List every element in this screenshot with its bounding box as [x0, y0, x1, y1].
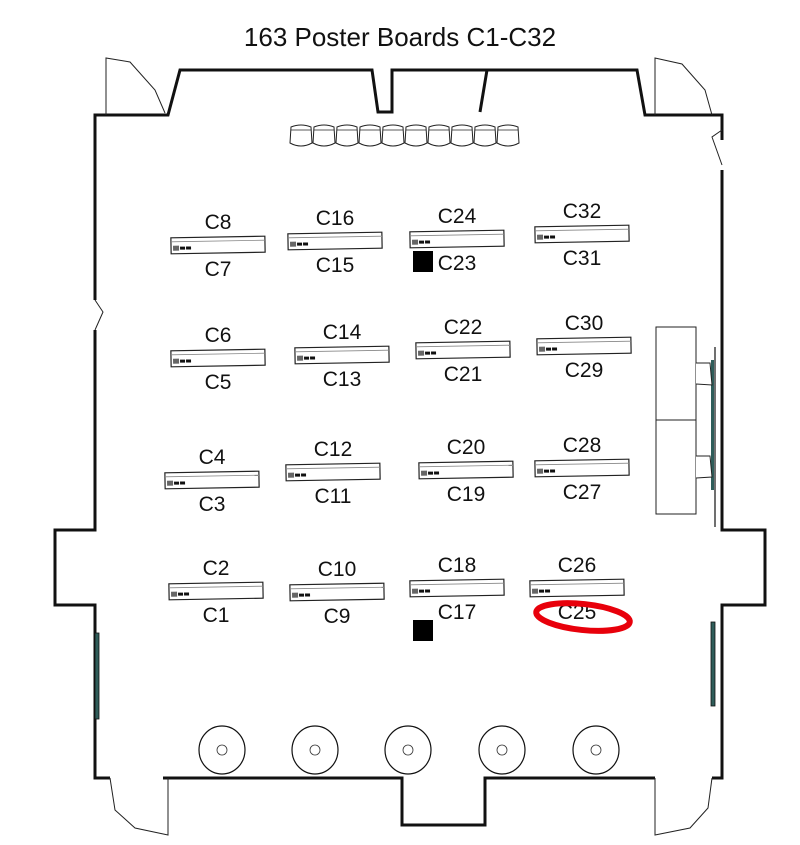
- board-label: C20: [447, 436, 486, 459]
- board-label: C5: [205, 371, 232, 394]
- seat-row: [289, 124, 520, 147]
- side-table: [655, 326, 716, 527]
- chair-icon: [335, 124, 359, 147]
- chair-icon: [381, 124, 405, 147]
- door-bottom-right: [654, 777, 713, 836]
- board-label: C29: [565, 359, 604, 382]
- board-label: C24: [438, 205, 477, 228]
- board-label: C12: [314, 438, 353, 461]
- window-left: [94, 632, 100, 720]
- pillar: [413, 620, 433, 641]
- board-label: C28: [563, 434, 602, 457]
- chair-icon: [312, 124, 336, 147]
- chair-icon: [496, 124, 520, 147]
- chair-icon: [473, 124, 497, 147]
- board-label: C19: [447, 483, 486, 506]
- window-right: [710, 621, 716, 707]
- room-walls: [53, 68, 767, 827]
- pillar: [413, 251, 433, 272]
- door-right-side: [711, 129, 723, 166]
- board-label: C23: [438, 252, 477, 275]
- board-label: C16: [316, 207, 355, 230]
- board-label: C18: [438, 554, 477, 577]
- board-label: C10: [318, 558, 357, 581]
- board-label: C8: [205, 211, 232, 234]
- board-label: C2: [203, 557, 230, 580]
- board-label: C1: [203, 604, 230, 627]
- board-label: C3: [199, 493, 226, 516]
- chair-icon: [427, 124, 451, 147]
- door-top-right: [654, 57, 713, 116]
- board-label: C22: [444, 316, 483, 339]
- board-label: C15: [316, 254, 355, 277]
- board-label: C26: [558, 554, 597, 577]
- board-label: C32: [563, 200, 602, 223]
- door-bottom-left: [109, 777, 169, 836]
- board-label: C7: [205, 258, 232, 281]
- board-label: C21: [444, 363, 483, 386]
- board-label: C17: [438, 601, 477, 624]
- round-table: [572, 725, 620, 775]
- board-label: C14: [323, 321, 362, 344]
- round-table: [198, 725, 246, 775]
- chair-icon: [358, 124, 382, 147]
- door-top-left: [105, 57, 166, 115]
- board-label: C4: [199, 446, 226, 469]
- board-label: C9: [324, 605, 351, 628]
- page-title: 163 Poster Boards C1-C32: [243, 22, 557, 52]
- board-label: C31: [563, 247, 602, 270]
- highlight-circle-c25: [533, 600, 633, 634]
- round-table: [291, 725, 339, 775]
- board-label: C27: [563, 481, 602, 504]
- round-table: [478, 725, 526, 775]
- board-label: C13: [323, 368, 362, 391]
- board-label: C30: [565, 312, 604, 335]
- chair-icon: [450, 124, 474, 147]
- board-label: C11: [315, 485, 352, 508]
- door-left-side: [94, 299, 104, 331]
- chair-icon: [289, 124, 313, 147]
- round-tables: [198, 725, 620, 775]
- round-table: [384, 725, 432, 775]
- chair-icon: [404, 124, 428, 147]
- board-label: C6: [205, 324, 232, 347]
